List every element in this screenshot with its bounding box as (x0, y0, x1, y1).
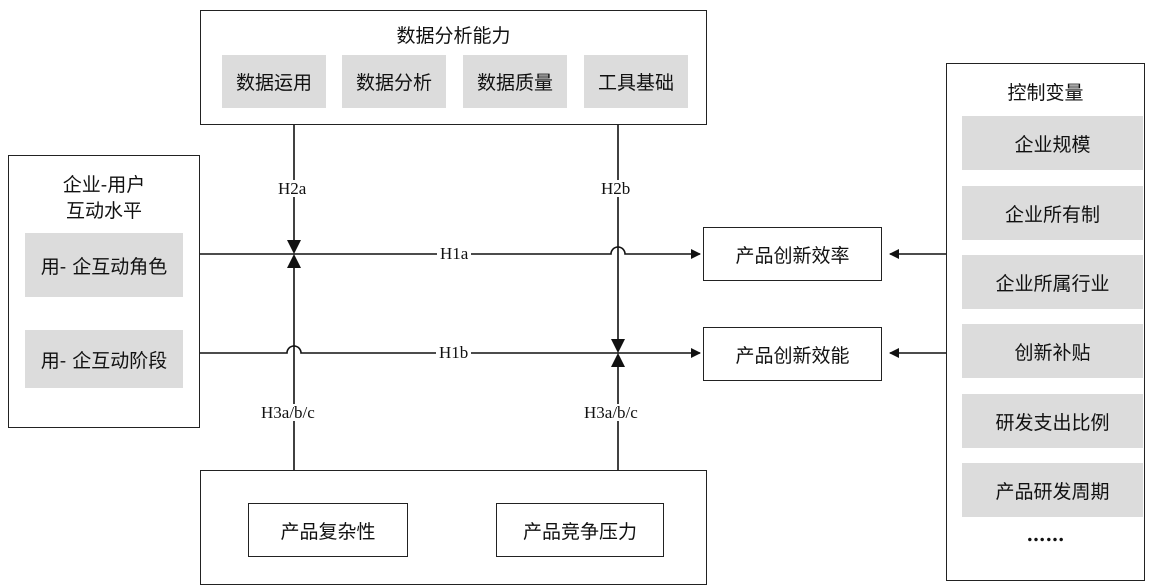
hypothesis-h3-right-label: H3a/b/c (581, 404, 641, 421)
left-item-interaction-stage: 用- 企互动阶段 (25, 330, 183, 388)
product-complexity-label: 产品复杂性 (280, 520, 376, 543)
top-item-data-usage: 数据运用 (222, 55, 326, 108)
control-variables-title: 控制变量 (1007, 82, 1084, 104)
hypothesis-h1a-label: H1a (437, 245, 472, 262)
hypothesis-h1b-label: H1b (436, 344, 472, 361)
outcome-effectiveness-label: 产品创新效能 (735, 344, 850, 367)
moderator-competitive-pressure: 产品竞争压力 (496, 503, 664, 557)
control-item-ownership: 企业所有制 (962, 186, 1143, 240)
competitive-pressure-label: 产品竞争压力 (522, 520, 637, 543)
left-item-interaction-role: 用- 企互动角色 (25, 233, 183, 297)
hypothesis-h2a-label: H2a (275, 180, 310, 197)
control-item-subsidy: 创新补贴 (962, 324, 1143, 378)
outcome-innovation-effectiveness: 产品创新效能 (703, 327, 882, 381)
hypothesis-h2b-label: H2b (598, 180, 634, 197)
top-item-data-analysis: 数据分析 (342, 55, 446, 108)
h2b-arrowhead (611, 339, 625, 353)
control-item-industry: 企业所属行业 (962, 255, 1143, 309)
control-item-rd-ratio: 研发支出比例 (962, 394, 1143, 448)
data-analytics-capability-title: 数据分析能力 (396, 25, 511, 47)
h2a-arrowhead (287, 240, 301, 254)
user-interaction-title-line2: 互动水平 (65, 200, 142, 222)
control-ellipsis: …… (1026, 524, 1065, 546)
control-item-rd-cycle: 产品研发周期 (962, 463, 1143, 517)
moderator-product-complexity: 产品复杂性 (248, 503, 408, 557)
top-item-data-quality: 数据质量 (463, 55, 567, 108)
user-interaction-title-line1: 企业-用户 (62, 174, 146, 196)
hypothesis-h3-left-label: H3a/b/c (258, 404, 318, 421)
outcome-innovation-efficiency: 产品创新效率 (703, 227, 882, 281)
top-item-tool-foundation: 工具基础 (584, 55, 688, 108)
control-item-firm-size: 企业规模 (962, 116, 1143, 170)
outcome-efficiency-label: 产品创新效率 (735, 244, 850, 267)
h3-left-arrowhead (287, 254, 301, 268)
h3-right-arrowhead (611, 353, 625, 367)
